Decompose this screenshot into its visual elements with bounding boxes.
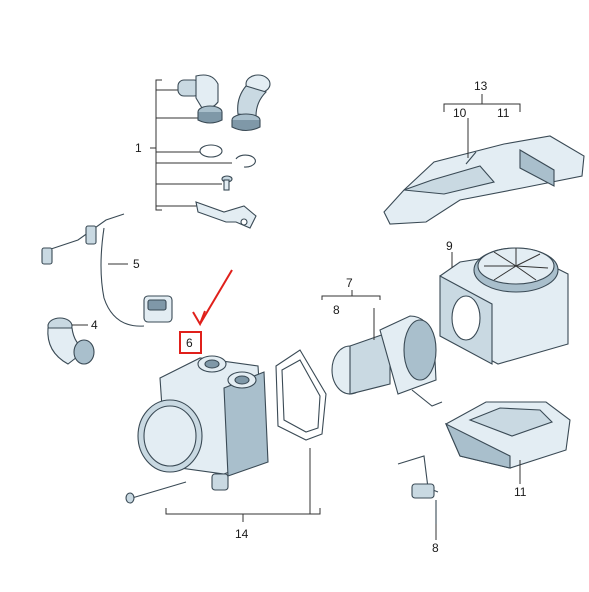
part-10-upper-cover[interactable] [383,135,585,225]
label-7: 7 [346,276,353,290]
circlip-icon [235,154,256,168]
part-9-blower[interactable] [439,247,569,365]
label-11-bottom: 11 [514,485,527,499]
callout-arrow [199,269,233,325]
label-6: 6 [186,336,193,350]
part-7-burner-tube[interactable] [331,315,443,407]
part-6-heater-unit[interactable] [137,355,269,491]
label-13: 13 [474,79,488,93]
sensor-connector-icon [143,295,173,323]
o-ring-icon [199,144,223,158]
highlight-box [179,331,202,354]
label-9: 9 [446,239,453,253]
elbow-fitting-icon [231,74,271,132]
bracket-plate-icon [195,201,257,229]
part-group-1[interactable] [150,74,271,229]
bolt-icon [125,481,187,504]
label-4: 4 [91,318,98,332]
label-5: 5 [133,257,140,271]
label-8-bottom: 8 [432,541,439,555]
elbow-fitting-icon [177,74,223,124]
label-8-top: 8 [333,303,340,317]
callout-arrowhead [192,310,206,327]
part-5-wiring-harness[interactable] [41,213,173,327]
label-11-top: 11 [497,106,510,120]
gasket-icon [275,349,327,441]
label-1: 1 [135,141,142,155]
part-4-elbow[interactable] [47,317,95,365]
screw-icon [221,175,233,191]
label-10: 10 [453,106,467,120]
label-14: 14 [235,527,249,541]
part-8-fuel-pipe[interactable] [397,455,439,524]
part-11-lower-housing[interactable] [444,401,571,469]
